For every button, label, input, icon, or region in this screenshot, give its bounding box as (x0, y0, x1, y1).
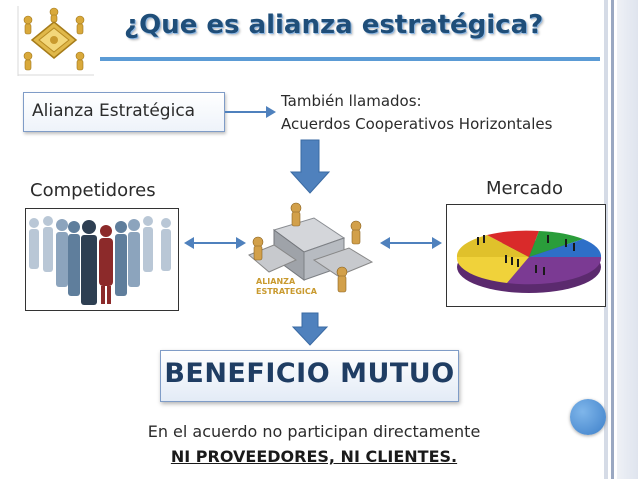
alianza-estrategica-label: Alianza Estratégica (32, 101, 196, 121)
title-underline (100, 57, 600, 61)
bottom-text-line-1: En el acuerdo no participan directamente (147, 422, 481, 441)
puzzle-caption-line-2: ESTRATEGICA (256, 287, 318, 296)
alianza-estrategica-box: Alianza Estratégica (23, 92, 225, 132)
tambien-llamados-text: También llamados: Acuerdos Cooperativos … (281, 90, 552, 136)
beneficio-mutuo-box: BENEFICIO MUTUO (160, 350, 459, 402)
tambien-line-2: Acuerdos Cooperativos Horizontales (281, 115, 553, 133)
tambien-line-1: También llamados: (281, 92, 422, 110)
market-pie-image (446, 204, 606, 307)
right-border-stripe (604, 0, 608, 479)
competitors-people-image (25, 208, 179, 311)
page-title: ¿Que es alianza estratégica? (124, 10, 544, 40)
alianza-puzzle-image: ALIANZA ESTRATEGICA (244, 200, 376, 308)
beneficio-mutuo-label: BENEFICIO MUTUO (164, 358, 455, 389)
pie-chart-icon (456, 230, 602, 293)
puzzle-pieces-icon: ALIANZA ESTRATEGICA (248, 202, 374, 296)
right-border-stripe (611, 0, 614, 479)
right-arrow-icon (225, 106, 276, 118)
logo-image (14, 6, 94, 76)
down-arrow-icon (289, 139, 331, 194)
right-border-panel (617, 0, 638, 479)
logo-figures-icon (17, 6, 94, 76)
people-crowd-icon (29, 216, 171, 305)
competidores-label: Competidores (30, 180, 156, 201)
puzzle-caption-line-1: ALIANZA (256, 277, 296, 286)
double-arrow-left-icon (184, 237, 246, 249)
decorative-circle-icon (570, 399, 606, 435)
mercado-label: Mercado (486, 178, 563, 199)
bottom-text-line-2: NI PROVEEDORES, NI CLIENTES. (170, 447, 458, 466)
double-arrow-right-icon (380, 237, 442, 249)
down-arrow-icon (291, 312, 329, 346)
